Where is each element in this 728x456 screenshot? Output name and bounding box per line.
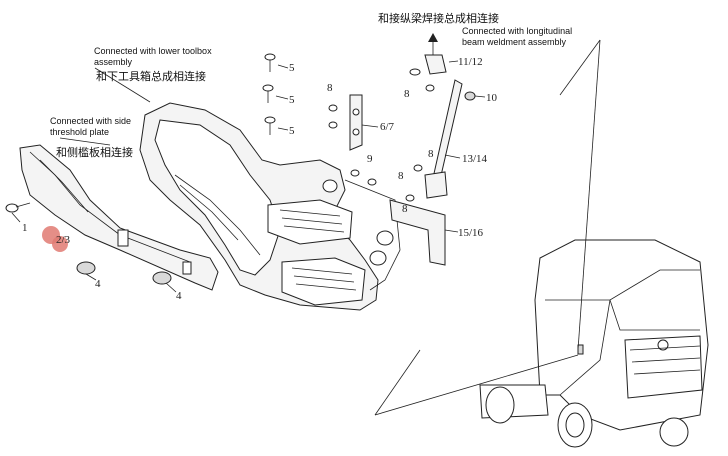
- nut-10[interactable]: [464, 91, 476, 101]
- step-fairing-assembly[interactable]: [139, 102, 401, 311]
- callout-2-3[interactable]: 2/3: [56, 234, 71, 246]
- note-longitudinal-cn: 和接纵梁焊接总成相连接: [378, 11, 499, 25]
- bracket-15-16[interactable]: [389, 164, 446, 266]
- callouts: 1 2/3 4 4 5 5 5 6/7 8 8 8 8 8 9 10 11/12…: [22, 56, 498, 302]
- callout-5-top[interactable]: 5: [289, 62, 295, 74]
- callout-1[interactable]: 1: [22, 222, 28, 234]
- support-rod-13-14[interactable]: [424, 79, 463, 199]
- cap-4-right[interactable]: [152, 271, 177, 293]
- note-lower-toolbox-cn: 和下工具箱总成相连接: [96, 69, 206, 83]
- callout-8-b[interactable]: 8: [404, 88, 410, 100]
- callout-5-middle[interactable]: 5: [289, 94, 295, 106]
- callout-9[interactable]: 9: [367, 153, 373, 165]
- callout-8-a[interactable]: 8: [327, 82, 333, 94]
- note-lower-toolbox-en-line2: assembly: [94, 57, 133, 67]
- bracket-6-7[interactable]: [328, 94, 363, 151]
- highlight-marker[interactable]: [42, 226, 68, 252]
- callout-6-7[interactable]: 6/7: [380, 121, 395, 133]
- note-lower-toolbox: Connected with lower toolbox assembly 和下…: [94, 46, 212, 83]
- note-longitudinal: 和接纵梁焊接总成相连接 Connected with longitudinal …: [378, 11, 572, 47]
- note-side-threshold-en-line2: threshold plate: [50, 127, 109, 137]
- bolt-5-top[interactable]: [264, 53, 276, 72]
- bracket-11-12[interactable]: [409, 54, 447, 92]
- note-side-threshold-en-line1: Connected with side: [50, 116, 131, 126]
- callout-8-e[interactable]: 8: [402, 203, 408, 215]
- zoom-lines: [374, 39, 601, 416]
- callout-15-16[interactable]: 15/16: [458, 227, 484, 239]
- leader-lines: [11, 60, 486, 233]
- bolt-5-bottom[interactable]: [264, 116, 276, 135]
- cap-4-left[interactable]: [76, 261, 97, 281]
- side-threshold-plate[interactable]: [19, 144, 219, 291]
- note-longitudinal-en-line1: Connected with longitudinal: [462, 26, 572, 36]
- bolt-9[interactable]: [350, 169, 377, 186]
- callout-8-d[interactable]: 8: [398, 170, 404, 182]
- truck-illustration: [479, 239, 709, 448]
- callout-11-12[interactable]: 11/12: [458, 56, 483, 68]
- callout-4-right[interactable]: 4: [176, 290, 182, 302]
- note-longitudinal-en-line2: beam weldment assembly: [462, 37, 567, 47]
- longitudinal-beam-arrow: [428, 33, 438, 58]
- note-lower-toolbox-en-line1: Connected with lower toolbox: [94, 46, 212, 56]
- callout-8-c[interactable]: 8: [428, 148, 434, 160]
- callout-10[interactable]: 10: [486, 92, 498, 104]
- bolt-1[interactable]: [5, 202, 31, 213]
- callout-13-14[interactable]: 13/14: [462, 153, 488, 165]
- note-side-threshold-cn: 和侧槛板相连接: [56, 145, 133, 159]
- note-side-threshold: Connected with side threshold plate 和侧槛板…: [50, 116, 133, 159]
- callout-4-left[interactable]: 4: [95, 278, 101, 290]
- callout-5-bottom[interactable]: 5: [289, 125, 295, 137]
- bolt-5-middle[interactable]: [262, 84, 274, 103]
